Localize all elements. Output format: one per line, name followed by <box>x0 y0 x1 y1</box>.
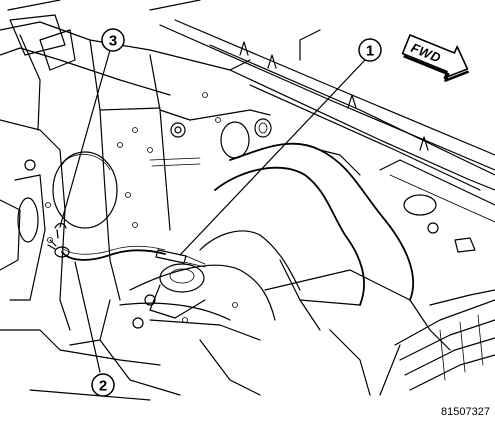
callout-2: 2 <box>91 373 115 397</box>
upper-rail <box>149 0 495 253</box>
callout-3-label: 3 <box>109 33 117 50</box>
inner-fender-panel <box>0 0 251 401</box>
callout-1-label: 1 <box>366 43 374 60</box>
leader-lines <box>59 49 366 373</box>
figure-number: 81507327 <box>441 406 490 418</box>
callout-1: 1 <box>358 38 382 62</box>
lower-right-component <box>379 289 495 396</box>
dash-panel <box>52 39 272 301</box>
hood-release-cable <box>47 239 206 268</box>
frame-member <box>69 142 451 396</box>
forward-direction-arrow: FWD <box>401 34 470 82</box>
callout-2-label: 2 <box>99 378 107 395</box>
callout-3: 3 <box>101 28 125 52</box>
